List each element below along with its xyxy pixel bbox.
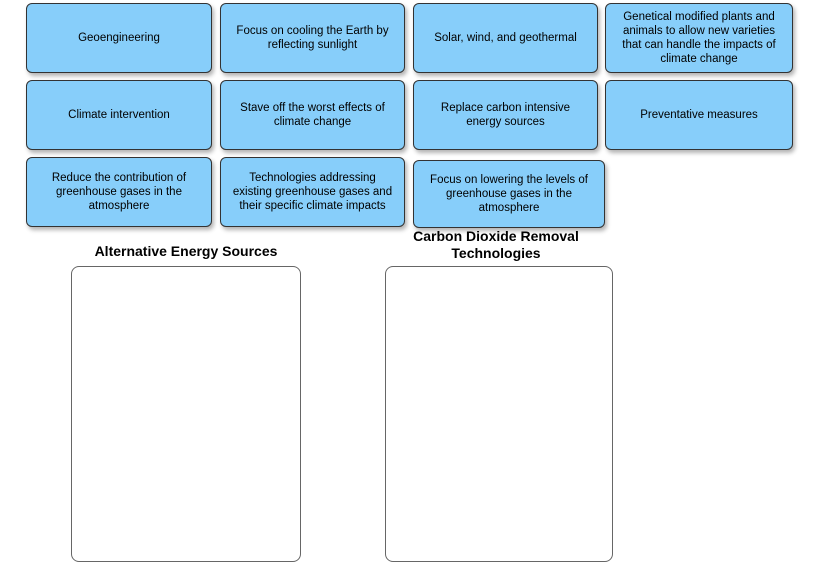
draggable-card-genetic-modification[interactable]: Genetical modified plants and animals to… <box>605 3 793 73</box>
card-label: Genetical modified plants and animals to… <box>622 10 776 66</box>
dropzone-alternative-energy-sources[interactable] <box>71 266 301 562</box>
category-title-alternative-energy-sources: Alternative Energy Sources <box>94 243 278 259</box>
card-label: Solar, wind, and geothermal <box>434 31 577 44</box>
card-label: Preventative measures <box>640 108 758 121</box>
draggable-card-reduce-contribution[interactable]: Reduce the contribution of greenhouse ga… <box>26 157 212 227</box>
category-title-carbon-dioxide-removal: Carbon Dioxide Removal Technologies <box>413 228 579 261</box>
draggable-card-replace-carbon[interactable]: Replace carbon intensive energy sources <box>413 80 598 150</box>
card-label: Geoengineering <box>78 31 160 44</box>
card-label: Focus on cooling the Earth by reflecting… <box>236 24 389 51</box>
draggable-card-solar-wind-geothermal[interactable]: Solar, wind, and geothermal <box>413 3 598 73</box>
draggable-card-preventative-measures[interactable]: Preventative measures <box>605 80 793 150</box>
draggable-card-technologies-addressing[interactable]: Technologies addressing existing greenho… <box>220 157 405 227</box>
draggable-card-geoengineering[interactable]: Geoengineering <box>26 3 212 73</box>
card-label: Replace carbon intensive energy sources <box>440 101 571 128</box>
card-label: Focus on lowering the levels of greenhou… <box>430 173 588 214</box>
card-label: Technologies addressing existing greenho… <box>232 171 393 212</box>
card-label: Climate intervention <box>68 108 170 121</box>
card-label: Reduce the contribution of greenhouse ga… <box>51 171 187 212</box>
draggable-card-stave-off-worst[interactable]: Stave off the worst effects of climate c… <box>220 80 405 150</box>
draggable-card-cooling-earth[interactable]: Focus on cooling the Earth by reflecting… <box>220 3 405 73</box>
dropzone-carbon-dioxide-removal[interactable] <box>385 266 613 562</box>
draggable-card-climate-intervention[interactable]: Climate intervention <box>26 80 212 150</box>
card-label: Stave off the worst effects of climate c… <box>240 101 385 128</box>
draggable-card-lowering-levels[interactable]: Focus on lowering the levels of greenhou… <box>413 160 605 228</box>
